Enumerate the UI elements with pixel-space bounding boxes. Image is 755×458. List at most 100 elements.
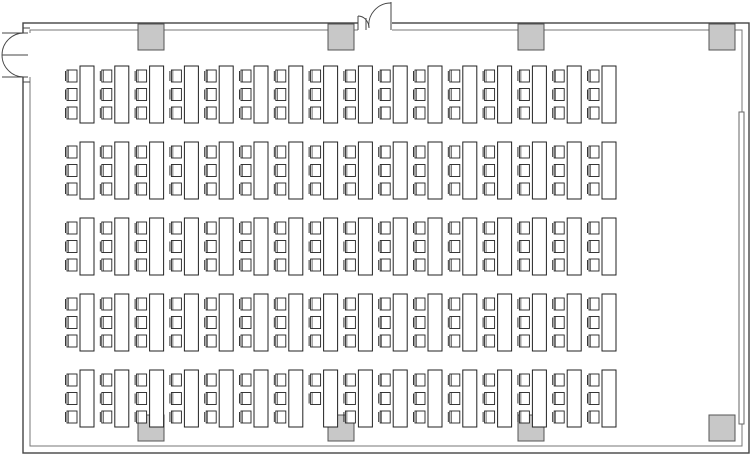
chair-icon — [378, 145, 391, 159]
chair-seat — [344, 106, 356, 120]
seat-unit — [517, 293, 547, 352]
chair-icon — [413, 221, 426, 235]
chair-icon — [378, 297, 391, 311]
chair-seat — [484, 145, 496, 159]
chair-seat — [484, 106, 496, 120]
desk-icon — [392, 369, 408, 428]
desk-icon — [531, 217, 547, 276]
seat-unit — [482, 65, 513, 124]
seat-unit — [308, 141, 339, 200]
chair-icon — [447, 410, 461, 424]
chair-icon — [552, 182, 565, 196]
chair-icon — [239, 392, 252, 405]
chair-seat — [553, 182, 565, 196]
chair-icon — [65, 392, 78, 405]
seating-row — [65, 293, 617, 352]
chair-seat — [484, 88, 496, 101]
chair-icon — [552, 392, 565, 405]
seat-unit — [169, 141, 199, 200]
chair-icon — [552, 240, 565, 253]
desk-icon — [288, 141, 304, 200]
chair-icon — [343, 373, 356, 387]
chair-seat — [101, 106, 113, 120]
desk-icon — [253, 217, 269, 276]
seating-row — [65, 141, 617, 200]
chair-icon — [308, 106, 322, 120]
desk-icon — [323, 293, 339, 352]
chair-icon — [378, 240, 391, 253]
chair-seat — [170, 297, 182, 311]
desk-icon — [149, 293, 165, 352]
chair-seat — [240, 69, 252, 83]
chair-icon — [482, 410, 496, 424]
chair-seat — [136, 316, 148, 329]
chair-icon — [239, 240, 252, 253]
chair-icon — [378, 182, 391, 196]
desk-icon — [497, 217, 513, 276]
chair-icon — [378, 106, 391, 120]
chair-seat — [553, 69, 565, 83]
chair-icon — [447, 164, 461, 177]
seat-unit — [65, 65, 95, 124]
chair-seat — [484, 182, 496, 196]
chair-icon — [169, 164, 182, 177]
chair-seat — [101, 297, 113, 311]
desk-icon — [357, 65, 373, 124]
chair-icon — [273, 258, 287, 272]
seat-unit — [447, 217, 478, 276]
chair-seat — [518, 240, 530, 253]
chair-seat — [101, 316, 113, 329]
chair-icon — [134, 69, 148, 83]
seat-unit — [482, 217, 513, 276]
desk-icon — [601, 217, 617, 276]
seat-unit — [134, 369, 165, 428]
chair-seat — [344, 88, 356, 101]
chair-seat — [588, 145, 600, 159]
chair-seat — [588, 316, 600, 329]
chair-seat — [66, 334, 78, 348]
chair-icon — [552, 164, 565, 177]
chair-seat — [379, 88, 391, 101]
seat-unit — [552, 369, 582, 428]
chair-icon — [308, 69, 322, 83]
desk-icon — [149, 217, 165, 276]
chair-seat — [344, 373, 356, 387]
chair-seat — [588, 182, 600, 196]
seat-unit — [169, 293, 199, 352]
chair-icon — [587, 182, 600, 196]
chair-icon — [517, 145, 530, 159]
chair-seat — [379, 392, 391, 405]
chair-seat — [170, 182, 182, 196]
chair-seat — [553, 88, 565, 101]
desk-icon — [357, 369, 373, 428]
chair-seat — [275, 106, 287, 120]
desk-icon — [497, 65, 513, 124]
chair-seat — [484, 334, 496, 348]
chair-seat — [379, 145, 391, 159]
chair-icon — [552, 106, 565, 120]
chair-icon — [413, 410, 426, 424]
chair-seat — [101, 221, 113, 235]
chair-icon — [343, 88, 356, 101]
seat-unit — [552, 65, 582, 124]
chair-icon — [587, 392, 600, 405]
chair-seat — [101, 182, 113, 196]
chair-seat — [484, 164, 496, 177]
seat-unit — [378, 141, 408, 200]
chair-seat — [449, 145, 461, 159]
chair-icon — [204, 316, 217, 329]
chair-icon — [587, 164, 600, 177]
chair-icon — [482, 145, 496, 159]
desk-icon — [218, 369, 234, 428]
chair-icon — [134, 221, 148, 235]
chair-seat — [588, 258, 600, 272]
chair-seat — [484, 373, 496, 387]
chair-icon — [273, 334, 287, 348]
chair-icon — [65, 316, 78, 329]
chair-icon — [587, 106, 600, 120]
chair-icon — [134, 145, 148, 159]
chair-seat — [205, 316, 217, 329]
chair-seat — [101, 334, 113, 348]
chair-seat — [136, 145, 148, 159]
chair-seat — [414, 182, 426, 196]
